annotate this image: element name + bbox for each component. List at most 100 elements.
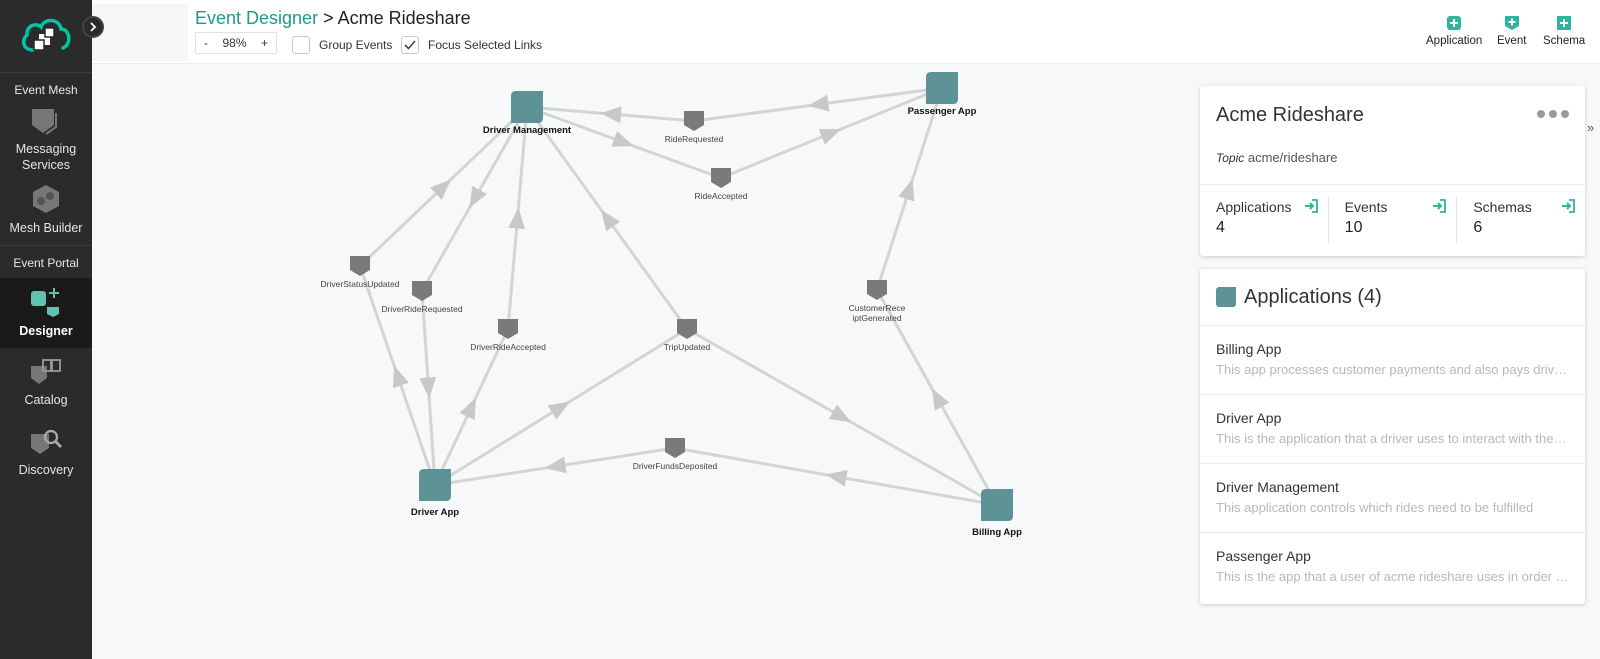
application-node-shape[interactable] [511,91,543,123]
sidebar-section-event-mesh: Event Mesh Messaging Services Mesh Build… [0,73,92,246]
application-node-shape[interactable] [926,72,958,104]
event-node[interactable]: RideAccepted [695,168,748,201]
sidebar-item-mesh-builder[interactable]: Mesh Builder [0,175,92,245]
add-application-icon [1447,16,1462,30]
graph-edges [358,86,999,507]
application-list-item[interactable]: Driver Management This application contr… [1200,464,1585,533]
graph-edge[interactable] [526,105,722,180]
application-node[interactable]: Billing App [972,489,1022,538]
graph-edge[interactable] [419,290,437,486]
event-node-label: CustomerRece [849,303,906,313]
graph-edge[interactable] [433,328,510,486]
group-events-label: Group Events [319,38,393,52]
event-node-shape[interactable] [867,280,887,300]
graph-edge[interactable] [358,265,437,486]
stat-label: Schemas [1473,199,1532,215]
sidebar-item-discovery[interactable]: Discovery [0,418,92,488]
zoom-out-button[interactable]: - [204,36,208,50]
sidebar-item-label: Messaging [15,142,77,156]
graph-edge[interactable] [434,327,688,487]
event-node-shape[interactable] [350,256,370,276]
event-node-shape[interactable] [677,319,697,339]
group-events-checkbox[interactable]: Group Events [292,36,392,54]
event-node[interactable]: DriverFundsDeposited [633,438,718,471]
cloud-logo-icon [21,18,71,52]
open-link-icon[interactable] [1304,199,1318,213]
breadcrumb-separator: > [318,8,338,28]
open-link-icon[interactable] [1561,199,1575,213]
checkbox-box[interactable] [292,36,310,54]
application-description: This app processes customer payments and… [1216,362,1569,377]
sidebar-item-catalog[interactable]: Catalog [0,348,92,418]
add-schema-button[interactable]: Schema [1543,15,1585,47]
application-list-item[interactable]: Driver App This is the application that … [1200,395,1585,464]
graph-edge[interactable] [434,446,676,487]
sidebar-collapse-button[interactable] [82,16,104,38]
sidebar-section-title: Event Mesh [14,83,78,97]
application-node-label: Billing App [972,527,1022,538]
add-application-button[interactable]: Application [1426,15,1482,47]
designer-icon [31,288,59,317]
graph-edge[interactable] [506,106,529,330]
graph-edge[interactable] [693,86,943,123]
event-node[interactable]: DriverRideAccepted [470,319,546,352]
more-options-button[interactable] [1537,110,1569,118]
event-node-shape[interactable] [711,168,731,188]
sidebar-item-label: Mesh Builder [9,221,83,235]
application-description: This application controls which rides ne… [1216,500,1534,515]
graph-edge[interactable] [526,105,695,124]
event-node-label: TripUpdated [664,342,711,352]
graph-edge[interactable] [875,289,999,506]
event-node[interactable]: TripUpdated [664,319,711,352]
sidebar-item-messaging-services[interactable]: Messaging Services [0,105,92,175]
event-node-shape[interactable] [684,111,704,131]
event-node-shape[interactable] [665,438,685,458]
logo[interactable] [0,0,104,73]
application-node-shape[interactable] [981,489,1013,521]
sidebar-item-label: Catalog [24,393,68,407]
graph-edge[interactable] [525,106,689,330]
event-node[interactable]: DriverRideRequested [381,281,463,314]
application-node[interactable]: Passenger App [908,72,977,117]
header-bar: Event Designer > Acme Rideshare - 98% + … [92,0,1600,64]
topic-label: Topic [1216,151,1245,165]
more-dot-icon [1561,110,1569,118]
event-node-shape[interactable] [412,281,432,301]
expand-panel-icon[interactable]: » [1587,120,1595,135]
application-list-item[interactable]: Passenger App This is the app that a use… [1200,533,1585,602]
graph-edge[interactable] [875,87,944,291]
application-node[interactable]: Driver Management [483,91,572,136]
graph-edge[interactable] [420,106,529,292]
graph-edge[interactable] [686,327,998,507]
sidebar-item-label: Discovery [18,463,74,477]
application-node[interactable]: Driver App [411,469,459,518]
graph-edge[interactable] [720,86,943,180]
event-node-label: RideAccepted [695,191,748,201]
application-node-shape[interactable] [419,469,451,501]
event-node[interactable]: RideRequested [665,111,724,144]
application-list-item[interactable]: Billing App This app processes customer … [1200,326,1585,395]
summary-title: Acme Rideshare [1216,104,1364,126]
breadcrumb-link-event-designer[interactable]: Event Designer [195,8,319,28]
event-node-label: DriverFundsDeposited [633,461,718,471]
event-node[interactable]: DriverStatusUpdated [321,256,400,289]
graph-edge[interactable] [358,105,529,268]
open-link-icon[interactable] [1432,199,1447,213]
event-node-shape[interactable] [498,319,518,339]
sidebar-item-designer[interactable]: Designer [0,278,92,348]
zoom-in-button[interactable]: + [260,36,268,50]
breadcrumb-current: Acme Rideshare [337,8,471,28]
applications-title: Applications (4) [1244,285,1382,308]
checkbox-box[interactable] [401,36,419,54]
application-description: This is the application that a driver us… [1216,431,1569,446]
sidebar-section-title: Event Portal [13,256,79,270]
event-node-label: iptGenerated [852,313,901,323]
focus-selected-links-checkbox[interactable]: Focus Selected Links [401,36,542,54]
application-description: This is the app that a user of acme ride… [1216,569,1569,584]
summary-stats: Applications 4 Events 10 Schemas 6 [1200,184,1585,256]
graph-edge[interactable] [674,446,998,507]
add-event-button[interactable]: Event [1497,15,1526,47]
